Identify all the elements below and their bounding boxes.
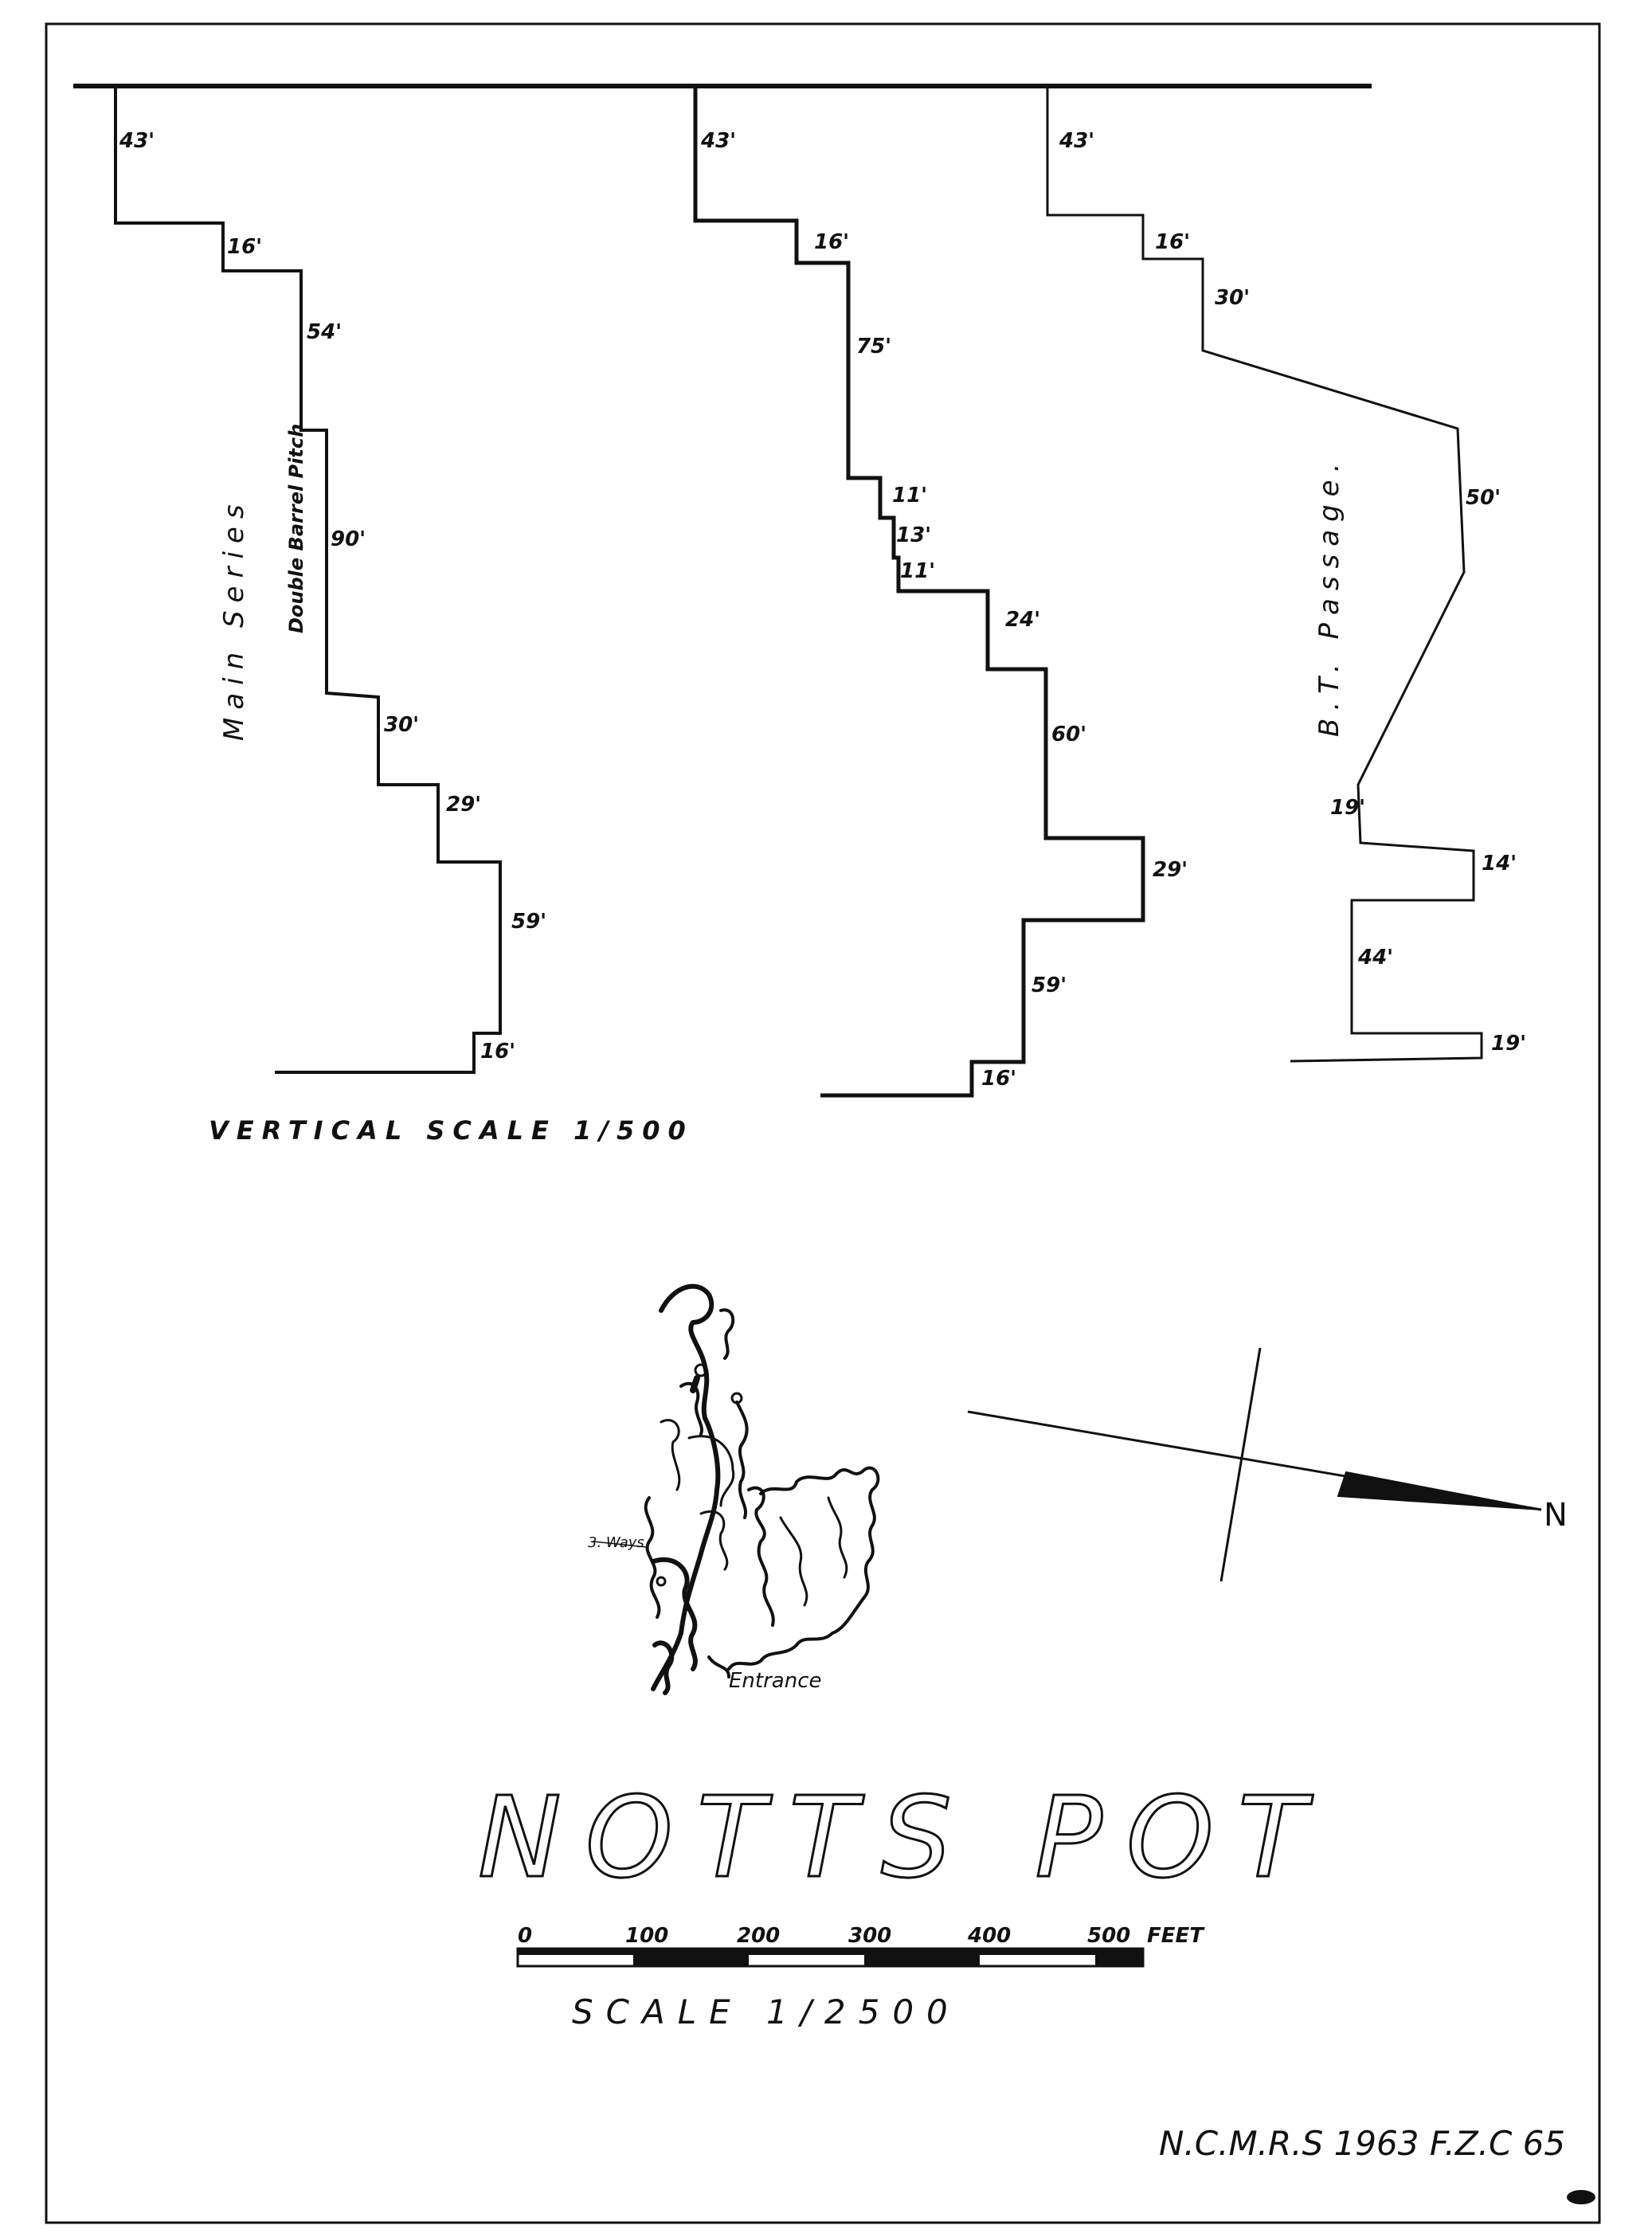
scale-tick-400: 400	[967, 1924, 1011, 1948]
main-pitch-8: 16'	[480, 1040, 515, 1064]
middle-line	[693, 86, 1145, 1098]
main-series-name: Main Series	[218, 496, 250, 741]
middle-pitch-6: 11'	[900, 559, 935, 583]
bt-pitch-8: 19'	[1491, 1032, 1526, 1056]
scale-tick-200: 200	[737, 1924, 780, 1948]
main-pitch-6: 29'	[446, 793, 481, 817]
scale-bar	[516, 1947, 1145, 1968]
corner-stamp	[1567, 2190, 1595, 2204]
horizontal-scale-label: SCALE 1/2500	[572, 1992, 961, 2031]
main-pitch-5: 30'	[384, 713, 419, 737]
page-border	[45, 22, 1601, 2224]
scale-unit: FEET	[1147, 1924, 1205, 1948]
main-pitch-7: 59'	[511, 910, 546, 934]
bt-pitch-7: 44'	[1357, 946, 1393, 970]
scale-tick-300: 300	[848, 1924, 891, 1948]
entrance-label: Entrance	[729, 1669, 822, 1693]
main-pitch-2: 16'	[227, 235, 262, 259]
middle-pitch-7: 24'	[1005, 608, 1040, 632]
middle-pitch-2: 16'	[814, 230, 849, 254]
bt-passage-line	[1046, 86, 1483, 1063]
middle-pitch-3: 75'	[856, 335, 891, 358]
main-series-line	[114, 86, 502, 1074]
middle-pitch-10: 59'	[1032, 974, 1067, 997]
bt-pitch-6: 14'	[1482, 852, 1517, 876]
main-series-profile: 43' 16' 54' 90' 30' 29' 59' 16' Main Ser…	[114, 86, 546, 1074]
main-pitch-3: 54'	[307, 320, 342, 344]
bt-passage-name: B.T. Passage.	[1313, 456, 1345, 737]
middle-pitch-1: 43'	[700, 129, 736, 153]
bt-passage-profile: 43' 16' 30' 50' 19' 14' 44' 19' B.T. Pas…	[1046, 86, 1526, 1063]
north-label: N	[1544, 1497, 1568, 1534]
north-arrow	[967, 1347, 1542, 1582]
cave-plan	[593, 1283, 880, 1695]
bt-pitch-1: 43'	[1059, 129, 1094, 153]
scale-tick-100: 100	[625, 1924, 668, 1948]
three-ways-label: 3. Ways	[588, 1534, 644, 1551]
middle-pitch-8: 60'	[1051, 723, 1086, 746]
middle-pitch-5: 13'	[896, 523, 931, 547]
survey-credit: N.C.M.R.S 1963 F.Z.C 65	[1159, 2124, 1565, 2163]
scale-tick-500: 500	[1087, 1924, 1130, 1948]
main-pitch-4: 90'	[331, 527, 366, 551]
cave-title: NOTTS POT	[478, 1773, 1329, 1903]
bt-pitch-2: 16'	[1155, 230, 1190, 254]
bt-pitch-5: 19'	[1330, 796, 1365, 820]
middle-profile: 43' 16' 75' 11' 13' 11' 24' 60' 29' 59' …	[693, 86, 1188, 1098]
middle-pitch-9: 29'	[1153, 858, 1188, 882]
middle-pitch-4: 11'	[892, 484, 927, 507]
main-pitch-1: 43'	[119, 129, 155, 153]
bt-pitch-4: 50'	[1466, 486, 1501, 510]
bt-pitch-3: 30'	[1215, 286, 1250, 310]
vertical-scale-label: VERTICAL SCALE 1/500	[209, 1115, 694, 1146]
middle-pitch-11: 16'	[981, 1067, 1016, 1091]
double-barrel-pitch-label: Double Barrel Pitch	[285, 424, 307, 633]
scale-tick-0: 0	[518, 1924, 532, 1948]
